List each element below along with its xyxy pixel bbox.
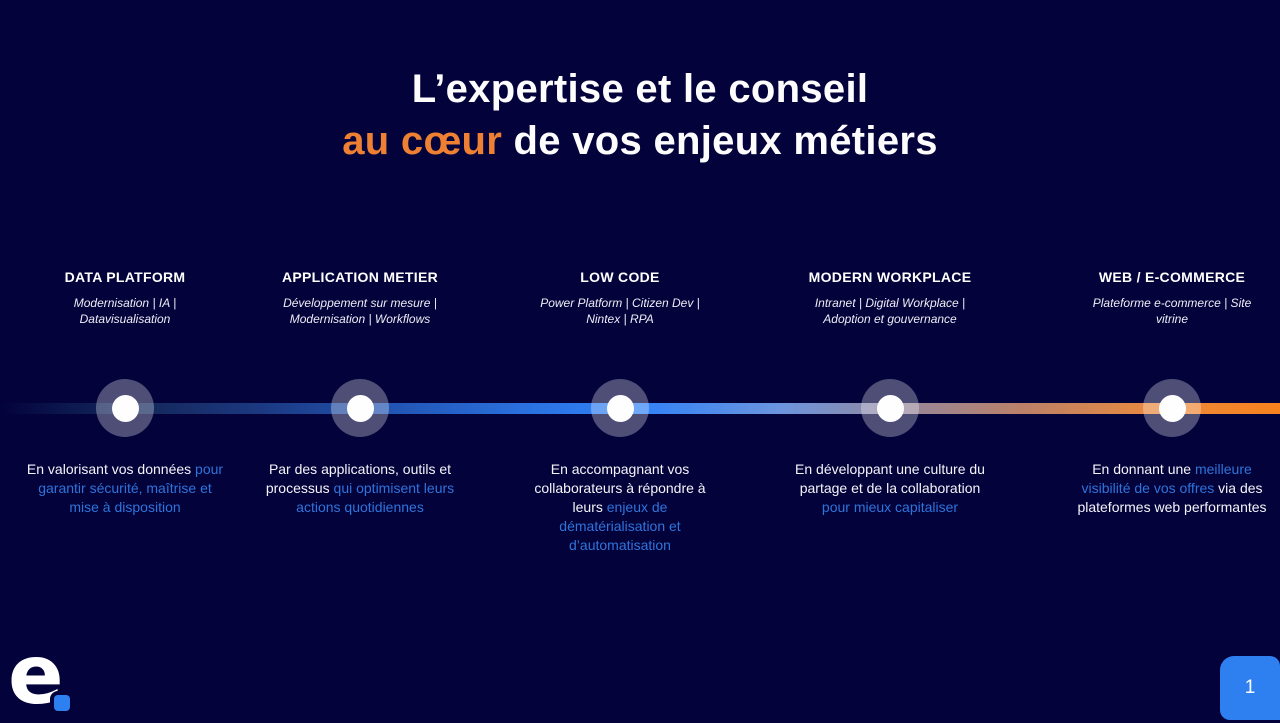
timeline-node-application-metier bbox=[331, 379, 389, 437]
pillar-header: LOW CODE bbox=[580, 269, 660, 285]
pillar-tags: Plateforme e-commerce | Site vitrine bbox=[1067, 295, 1277, 327]
desc-white: En valorisant vos données bbox=[26, 461, 196, 477]
node-dot-icon bbox=[111, 394, 139, 422]
page-number: 1 bbox=[1244, 677, 1256, 698]
timeline-node-modern-workplace bbox=[861, 379, 919, 437]
desc-white: En accompagnant vos collaborateurs à rép… bbox=[534, 461, 706, 515]
tags-line: Intranet | Digital Workplace | bbox=[814, 296, 966, 310]
desc-white: via des plateformes web performantes bbox=[1077, 480, 1267, 515]
timeline-line bbox=[0, 403, 1280, 414]
node-dot-icon bbox=[346, 394, 374, 422]
title-line-2: au cœur de vos enjeux métiers bbox=[0, 115, 1280, 167]
tags-line: vitrine bbox=[1155, 312, 1188, 326]
desc-blue: enjeux de dématérialisation et d’automat… bbox=[559, 499, 681, 553]
desc-white: En donnant une bbox=[1092, 461, 1195, 477]
page-number-badge: 1 bbox=[1220, 656, 1280, 720]
pillar-tags: Power Platform | Citizen Dev | Nintex | R… bbox=[515, 295, 725, 327]
logo-dot-icon bbox=[54, 695, 70, 711]
pillar-description: En valorisant vos données pour garantir … bbox=[26, 460, 224, 517]
pillar-description: En donnant une meilleure visibilité de v… bbox=[1073, 460, 1271, 517]
desc-white: Par des applications, outils et processu… bbox=[265, 461, 452, 496]
pillar-application-metier: APPLICATION METIER Développement sur mes… bbox=[255, 268, 465, 588]
pillar-data-platform: DATA PLATFORM Modernisation | IA | Datavi… bbox=[20, 268, 230, 588]
company-logo: e bbox=[8, 635, 72, 717]
pillar-tags: Modernisation | IA | Datavisualisation bbox=[20, 295, 230, 327]
pillar-description: En développant une culture du partage et… bbox=[791, 460, 989, 517]
pillar-low-code: LOW CODE Power Platform | Citizen Dev | N… bbox=[515, 268, 725, 588]
desc-blue: meilleure visibilité de vos offres bbox=[1081, 461, 1252, 496]
tags-line: Datavisualisation bbox=[79, 312, 171, 326]
pillar-web-ecommerce: WEB / E-COMMERCE Plateforme e-commerce |… bbox=[1067, 268, 1277, 588]
title-line-1: L’expertise et le conseil bbox=[411, 67, 869, 111]
tags-line: Power Platform | Citizen Dev | bbox=[540, 296, 700, 310]
tags-line: Adoption et gouvernance bbox=[823, 312, 957, 326]
pillar-tags: Intranet | Digital Workplace | Adoption e… bbox=[785, 295, 995, 327]
node-dot-icon bbox=[1158, 394, 1186, 422]
tags-line: Modernisation | Workflows bbox=[289, 312, 431, 326]
pillar-modern-workplace: MODERN WORKPLACE Intranet | Digital Work… bbox=[785, 268, 995, 588]
tags-line: Nintex | RPA bbox=[586, 312, 654, 326]
node-dot-icon bbox=[876, 394, 904, 422]
desc-white: En développant une culture du partage et… bbox=[795, 461, 985, 496]
pillar-description: Par des applications, outils et processu… bbox=[261, 460, 459, 517]
desc-blue: pour mieux capitaliser bbox=[821, 499, 959, 515]
pillar-tags: Développement sur mesure | Modernisation … bbox=[255, 295, 465, 327]
node-dot-icon bbox=[606, 394, 634, 422]
page-title: L’expertise et le conseil au cœur de vos… bbox=[0, 63, 1280, 167]
timeline-node-low-code bbox=[591, 379, 649, 437]
pillar-description: En accompagnant vos collaborateurs à rép… bbox=[521, 460, 719, 555]
timeline-node-data-platform bbox=[96, 379, 154, 437]
pillar-header: WEB / E-COMMERCE bbox=[1098, 269, 1246, 285]
timeline-node-web-ecommerce bbox=[1143, 379, 1201, 437]
pillar-header: MODERN WORKPLACE bbox=[808, 269, 972, 285]
desc-blue: pour garantir sécurité, maîtrise et mise… bbox=[38, 461, 224, 515]
pillar-header: DATA PLATFORM bbox=[64, 269, 186, 285]
tags-line: Développement sur mesure | bbox=[283, 296, 437, 310]
tags-line: Plateforme e-commerce | Site bbox=[1092, 296, 1252, 310]
pillar-header: APPLICATION METIER bbox=[281, 269, 439, 285]
desc-blue: qui optimisent leurs actions quotidienne… bbox=[296, 480, 455, 515]
title-rest-text: de vos enjeux métiers bbox=[502, 119, 938, 163]
title-accent-text: au cœur bbox=[342, 119, 503, 163]
tags-line: Modernisation | IA | bbox=[73, 296, 177, 310]
